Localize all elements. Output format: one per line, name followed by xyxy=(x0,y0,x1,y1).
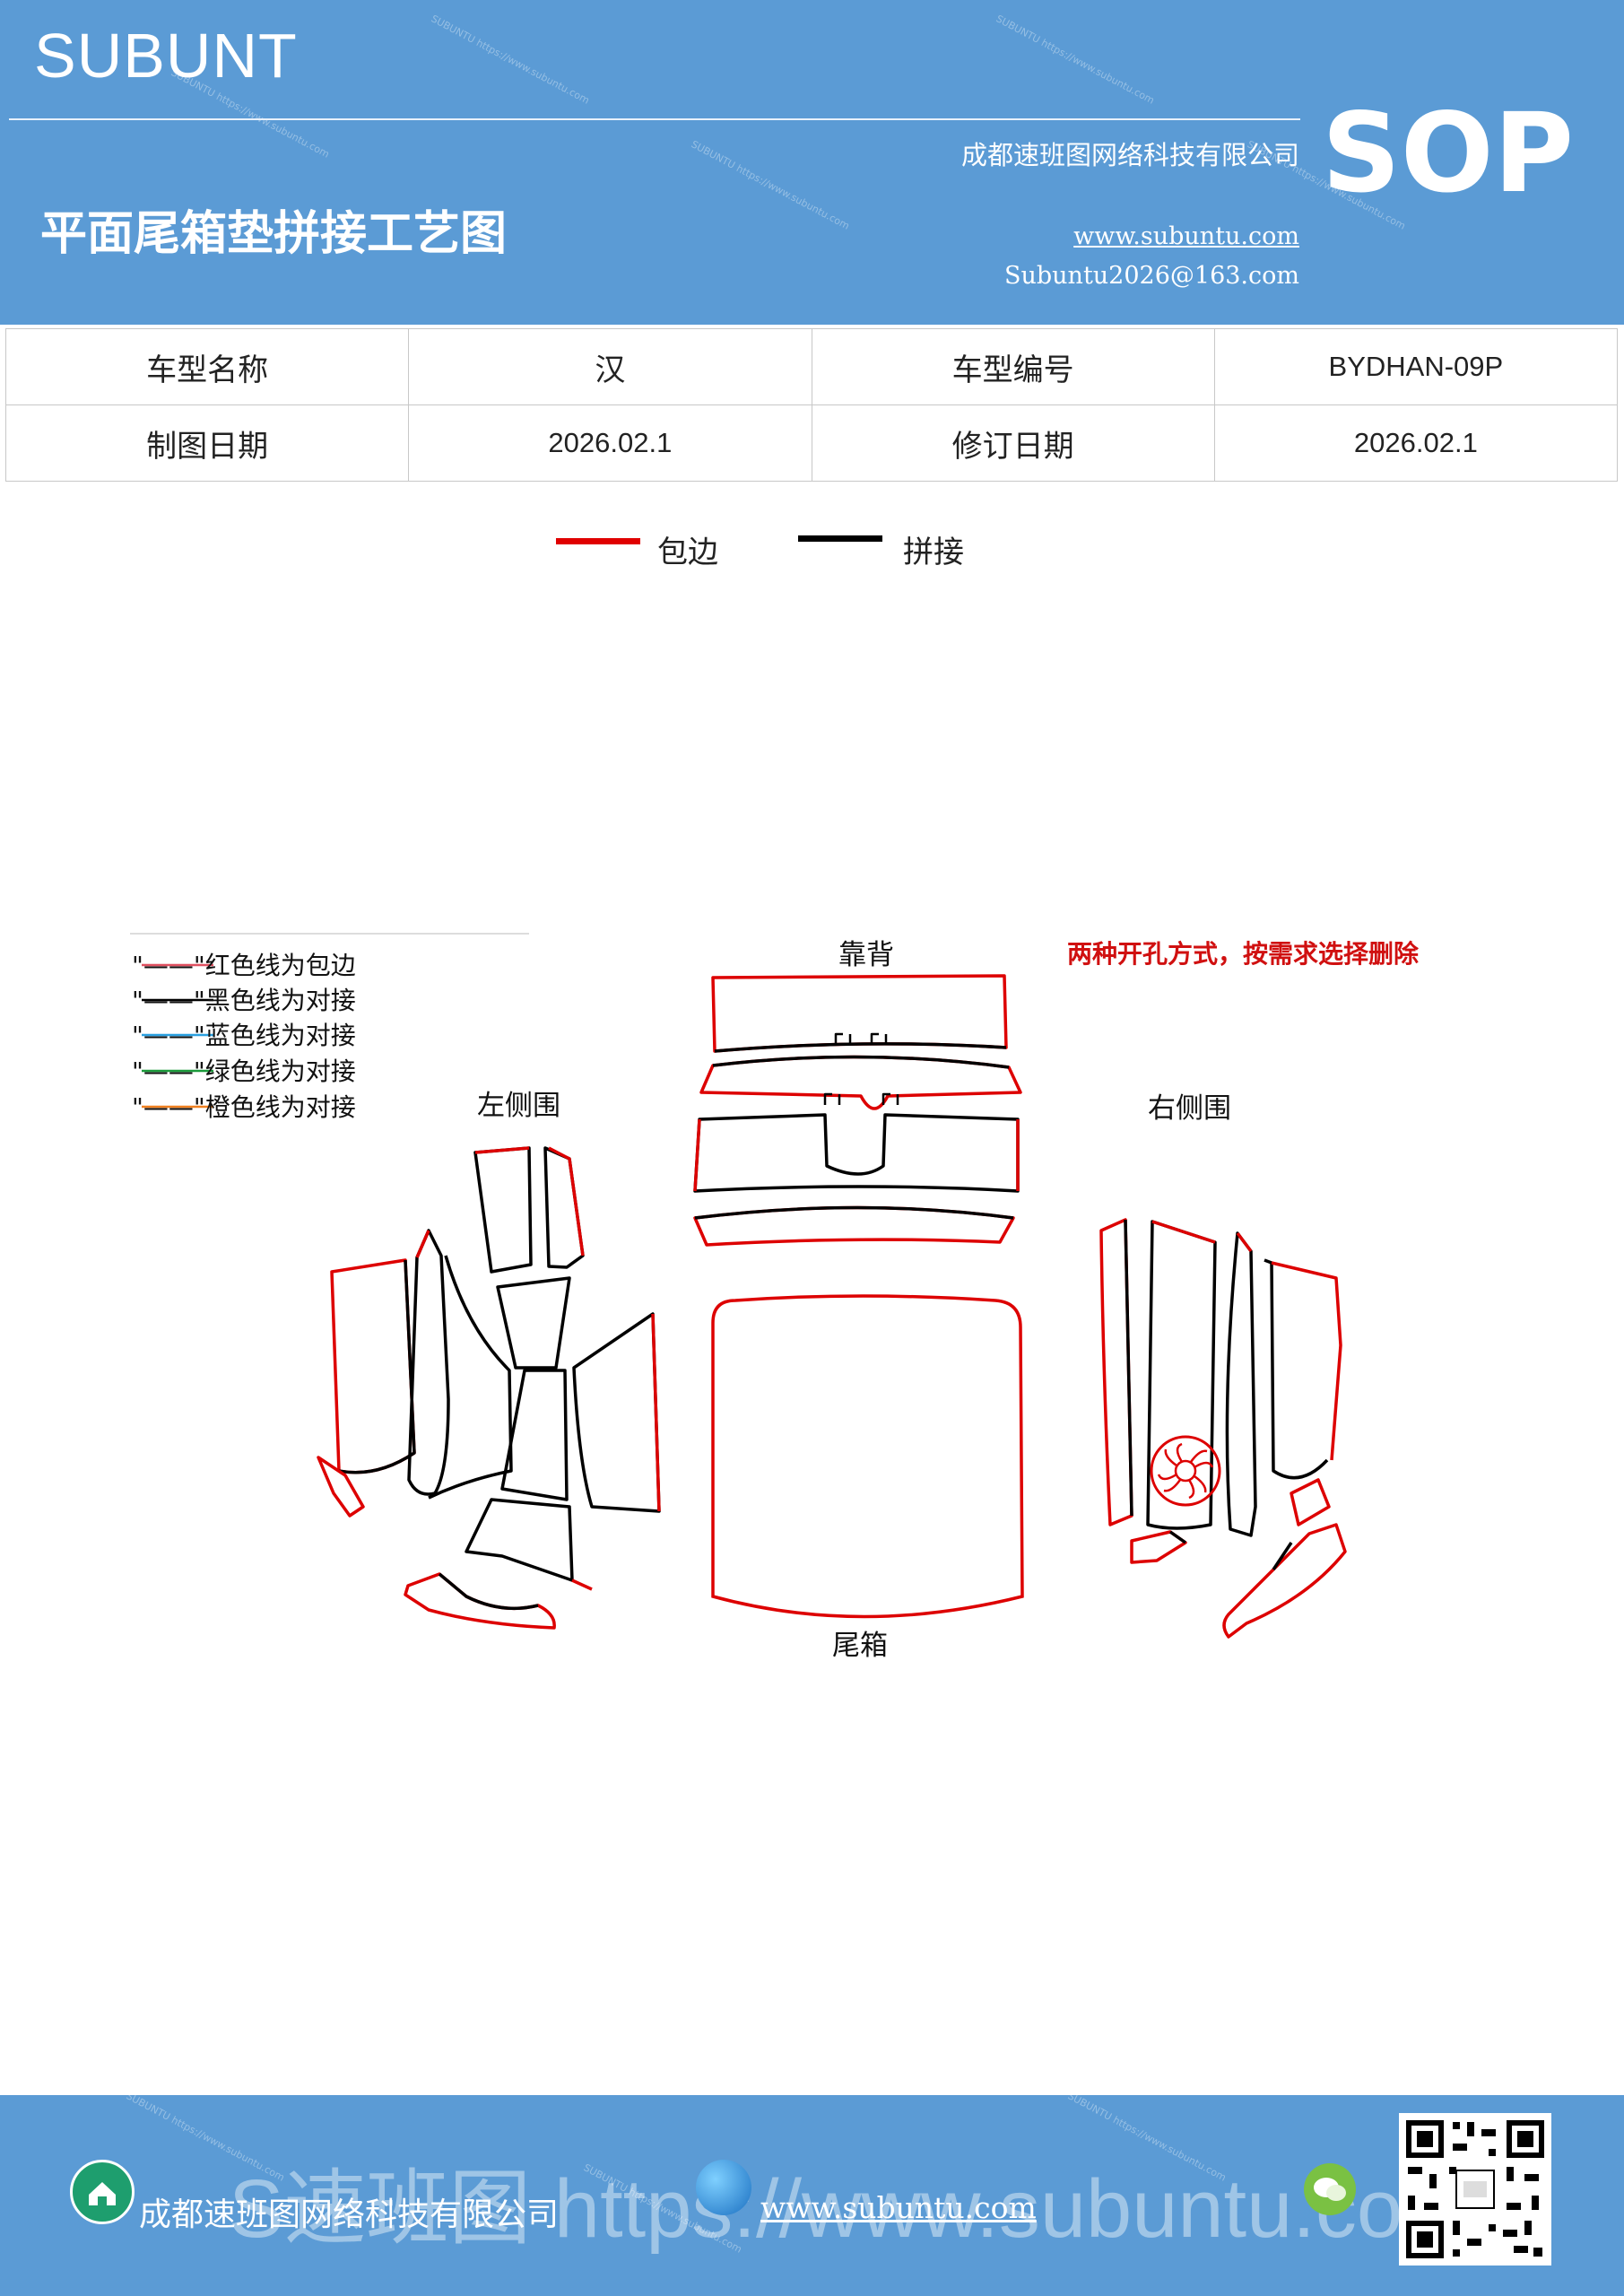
globe-icon xyxy=(696,2160,751,2215)
right-side-pieces xyxy=(1099,1218,1347,1639)
key-orange-text: "——"橙色线为对接 xyxy=(132,1092,356,1122)
splice-legend-label: 拼接 xyxy=(903,535,964,570)
right-piece-5 xyxy=(1130,1530,1187,1564)
left-piece-8 xyxy=(572,1312,661,1513)
edge-legend-label: 包边 xyxy=(657,535,718,570)
model-code-value: BYDHAN-09P xyxy=(1213,328,1619,405)
wechat-icon[interactable] xyxy=(1304,2163,1356,2215)
qr-code-image xyxy=(1399,2113,1551,2266)
website-link[interactable]: www.subuntu.com xyxy=(1073,222,1299,250)
key-red-text: "——"红色线为包边 xyxy=(132,951,356,980)
watermark: SUBUNTU https://www.subuntu.com xyxy=(429,13,592,107)
contact-email[interactable]: Subuntu2026@163.com xyxy=(1004,262,1299,290)
left-piece-6 xyxy=(496,1276,571,1370)
right-piece-6 xyxy=(1290,1478,1331,1526)
left-piece-1 xyxy=(473,1146,533,1274)
left-piece-9 xyxy=(465,1498,574,1582)
speaker-hole-icon xyxy=(1150,1435,1221,1507)
draw-date-label: 制图日期 xyxy=(4,404,410,482)
left-side-label: 左侧围 xyxy=(477,1090,560,1122)
model-name-value: 汉 xyxy=(408,328,812,405)
vehicle-info-table: 车型名称 汉 车型编号 BYDHAN-09P 制图日期 2026.02.1 修订… xyxy=(4,328,1619,482)
table-row: 车型名称 汉 车型编号 BYDHAN-09P xyxy=(4,328,1619,405)
header-banner: SUBUNTU https://www.subuntu.com SUBUNTU … xyxy=(0,0,1624,325)
notch-marks xyxy=(823,1032,899,1105)
right-piece-7 xyxy=(1222,1523,1347,1639)
watermark: SUBUNTU https://www.subuntu.com xyxy=(994,13,1157,107)
model-code-label: 车型编号 xyxy=(811,328,1215,405)
left-piece-3 xyxy=(330,1258,416,1474)
left-piece-7 xyxy=(500,1369,569,1501)
left-side-pieces xyxy=(317,1146,661,1630)
backrest-label: 靠背 xyxy=(838,939,894,971)
footer-company-name: 成都速班图网络科技有限公司 xyxy=(139,2196,560,2233)
hole-option-note: 两种开孔方式，按需求选择删除 xyxy=(1067,939,1420,969)
backrest-piece-3 xyxy=(693,1113,1020,1193)
revision-date-value: 2026.02.1 xyxy=(1213,404,1619,482)
home-icon xyxy=(70,2160,135,2224)
trunk-mat-pattern-drawing: "——"红色线为包边 "——"黑色线为对接 "——"蓝色线为对接 "——"绿色线… xyxy=(130,933,1420,1662)
header-divider xyxy=(9,118,1300,120)
brand-logo-text: SUBUNT xyxy=(34,21,298,91)
footer-watermark-text: S速班图 https://www.subuntu.com xyxy=(229,2163,1472,2255)
splice-legend-swatch xyxy=(798,535,882,542)
right-side-label: 右侧围 xyxy=(1148,1092,1231,1125)
backrest-piece-1 xyxy=(711,974,1008,1053)
sop-badge: SOP xyxy=(1322,90,1574,217)
company-name: 成都速班图网络科技有限公司 xyxy=(960,140,1299,170)
backrest-piece-2 xyxy=(699,1055,1022,1110)
document-title: 平面尾箱垫拼接工艺图 xyxy=(40,207,508,261)
key-blue-text: "——"蓝色线为对接 xyxy=(132,1021,356,1050)
right-piece-3 xyxy=(1225,1231,1257,1537)
line-key: "——"红色线为包边 "——"黑色线为对接 "——"蓝色线为对接 "——"绿色线… xyxy=(132,951,356,1122)
backrest-pieces xyxy=(693,974,1022,1247)
key-black-text: "——"黑色线为对接 xyxy=(132,986,356,1015)
left-piece-10 xyxy=(317,1456,365,1518)
draw-date-value: 2026.02.1 xyxy=(408,404,812,482)
model-name-label: 车型名称 xyxy=(4,328,410,405)
edge-legend-swatch xyxy=(556,538,640,544)
watermark: SUBUNTU https://www.subuntu.com xyxy=(689,138,852,232)
table-row: 制图日期 2026.02.1 修订日期 2026.02.1 xyxy=(4,404,1619,482)
right-piece-2 xyxy=(1146,1220,1217,1530)
left-piece-5 xyxy=(428,1255,513,1500)
trunk-label: 尾箱 xyxy=(832,1630,888,1662)
key-green-text: "——"绿色线为对接 xyxy=(132,1057,356,1086)
left-piece-4 xyxy=(407,1229,450,1496)
footer-website-link[interactable]: www.subuntu.com xyxy=(760,2190,1037,2225)
right-piece-4 xyxy=(1264,1258,1329,1480)
revision-date-label: 修订日期 xyxy=(811,404,1215,482)
trunk-floor-piece xyxy=(711,1294,1024,1619)
right-piece-1 xyxy=(1099,1218,1133,1526)
